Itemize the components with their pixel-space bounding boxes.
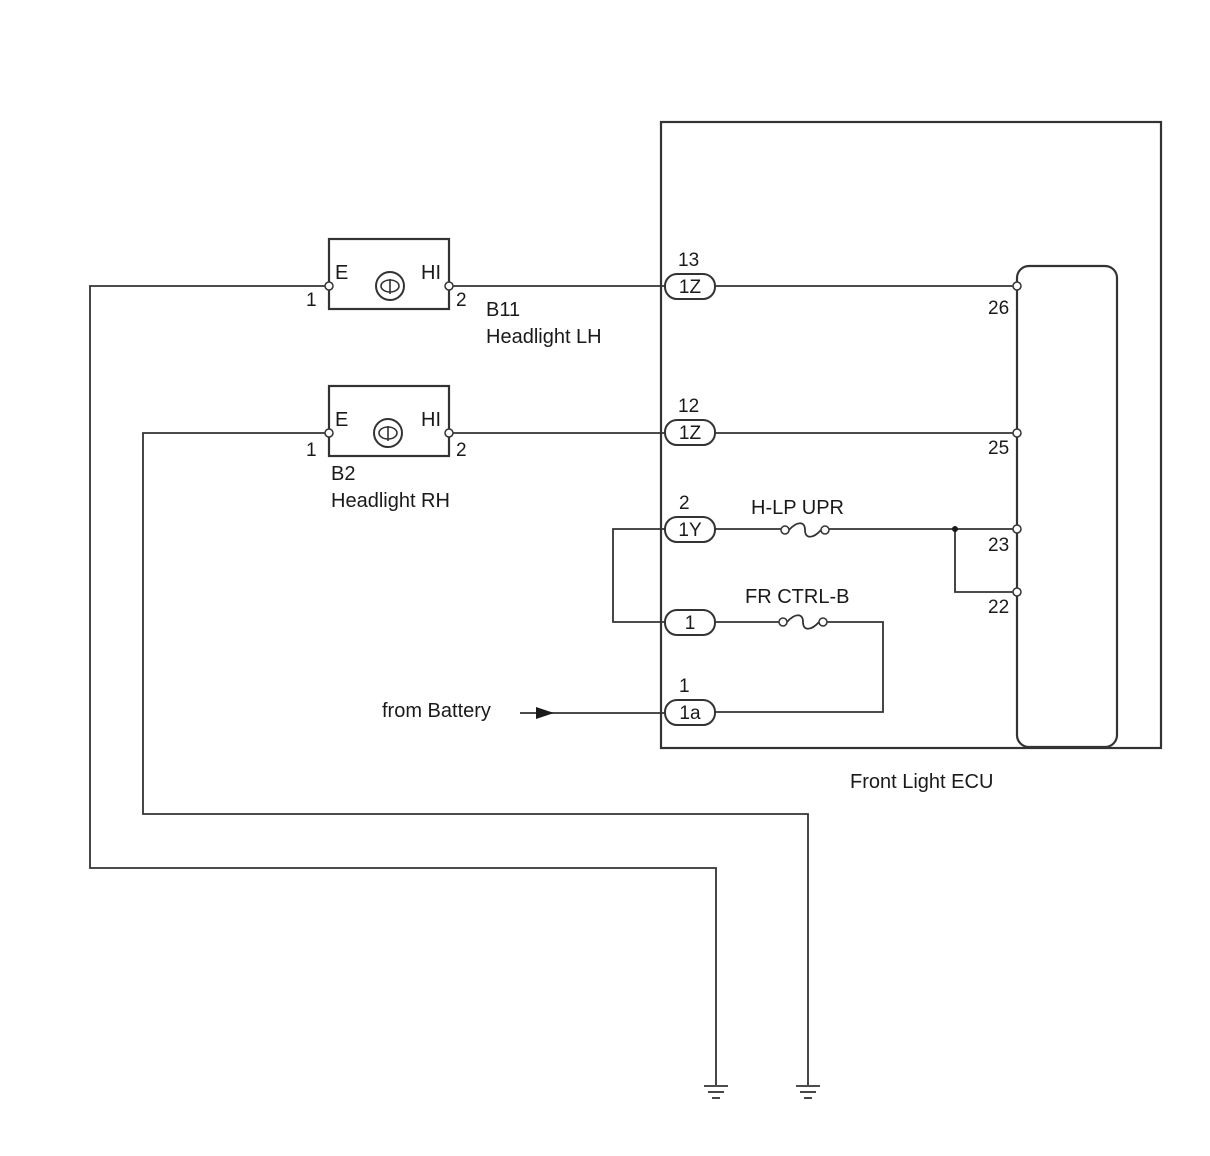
ground-icon	[704, 1085, 728, 1099]
connector-pin: 13	[678, 250, 699, 271]
ground-icon	[796, 1085, 820, 1099]
headlight-rh-box	[327, 384, 451, 458]
headlight-lh-name: Headlight LH	[486, 326, 602, 348]
headlight-lh-pin-hi: 2	[456, 290, 467, 311]
ecu-pin-23: 23	[988, 535, 1009, 556]
headlight-rh-pin-e: 1	[306, 440, 317, 461]
connector-13-1z: 1Z 13	[664, 250, 716, 300]
headlight-rh-terminal-hi: HI	[421, 409, 441, 431]
ecu-pin-26: 26	[988, 298, 1009, 319]
front-light-ecu-box	[659, 120, 1163, 750]
headlight-lh-bulb-icon	[375, 271, 405, 301]
headlight-rh-name: Headlight RH	[331, 490, 450, 512]
ecu-pin-25: 25	[988, 438, 1009, 459]
fuse-h-lp-upr-icon	[780, 522, 830, 538]
ecu-pin-22: 22	[988, 597, 1009, 618]
connector-code: 1Z	[679, 277, 702, 298]
headlight-lh-pin-e: 1	[306, 290, 317, 311]
fuse-fr-ctrl-b-label: FR CTRL-B	[745, 586, 849, 608]
connector-code: 1Z	[679, 423, 702, 444]
headlight-rh-bulb-icon	[373, 418, 403, 448]
fuse-h-lp-upr-label: H-LP UPR	[751, 497, 844, 519]
wires	[89, 285, 1017, 1085]
connector-1: 1	[664, 609, 716, 636]
connector-code: 1Y	[678, 520, 702, 541]
headlight-rh-pin-hi: 2	[456, 440, 467, 461]
connector-1-1a: 1a 1	[664, 676, 716, 726]
connector-pin: 2	[679, 493, 690, 514]
headlight-rh-terminal-e: E	[335, 409, 348, 431]
connector-pin: 1	[679, 676, 690, 697]
connector-code: 1a	[679, 703, 701, 724]
connector-code: 1	[685, 613, 696, 634]
ecu-inner-block	[1015, 264, 1119, 749]
ecu-label: Front Light ECU	[850, 771, 993, 793]
headlight-rh-code: B2	[331, 463, 355, 485]
headlight-lh-code: B11	[486, 299, 520, 321]
connector-2-1y: 1Y 2	[664, 493, 716, 543]
headlight-lh-box	[327, 237, 451, 311]
headlight-lh-terminal-hi: HI	[421, 262, 441, 284]
headlight-lh-terminal-e: E	[335, 262, 348, 284]
connector-pin: 12	[678, 396, 699, 417]
fuse-fr-ctrl-b-icon	[778, 614, 828, 630]
battery-arrow-icon	[536, 707, 554, 719]
battery-label: from Battery	[382, 700, 491, 722]
connector-12-1z: 1Z 12	[664, 396, 716, 446]
terminal-nodes	[324, 281, 1022, 597]
